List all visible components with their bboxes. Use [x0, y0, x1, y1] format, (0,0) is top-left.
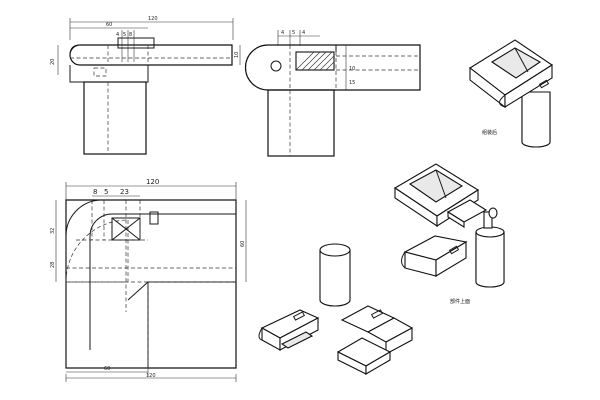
plan-bottom-overall-label: 120	[146, 373, 156, 379]
mid-c-label: 4	[302, 30, 305, 36]
exploded-parts-upper: 部件上面	[393, 163, 505, 305]
plan-overall-label: 120	[146, 178, 159, 186]
plan-d2-label: 5	[104, 188, 108, 196]
mid-a-label: 4	[281, 30, 284, 36]
small-b-label: 5	[123, 32, 126, 38]
mid-b-label: 5	[292, 30, 295, 36]
assembled-caption: 组装后	[482, 129, 497, 136]
parts-caption: 部件上面	[450, 298, 470, 305]
plan-d1-label: 8	[93, 188, 97, 196]
exploded-parts-lower	[258, 243, 414, 375]
plan-left-lower-label: 28	[50, 262, 56, 268]
plan-d3-label: 23	[120, 188, 129, 196]
small-c-label: 8	[129, 32, 132, 38]
small-a-label: 4	[116, 32, 119, 38]
overall-width-label: 120	[148, 16, 158, 22]
mid-side-label: 10	[349, 66, 355, 72]
plan-view: 120 8 5 23 32 28 60 60	[50, 178, 247, 382]
height-right-label: 10	[234, 52, 240, 58]
mid-side2-label: 15	[349, 80, 355, 86]
inner-width-label: 60	[106, 22, 112, 28]
top-left-view: 120 60 4 5 8 20 10	[50, 16, 241, 155]
plan-left-upper-label: 32	[50, 228, 56, 234]
assembled-isometric: 组装后	[469, 39, 554, 148]
top-middle-view: 4 5 4 10 15	[244, 30, 421, 157]
plan-right-label: 60	[240, 241, 246, 247]
plan-bottom-inner-label: 60	[104, 366, 110, 372]
height-left-label: 20	[50, 59, 56, 65]
